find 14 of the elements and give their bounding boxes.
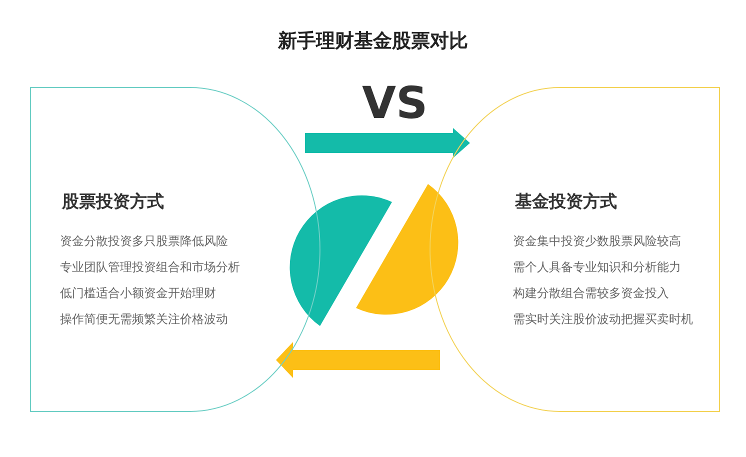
list-item: 需个人具备专业知识和分析能力 xyxy=(513,259,681,276)
panel-heading: 基金投资方式 xyxy=(515,191,617,213)
list-item: 低门槛适合小额资金开始理财 xyxy=(60,285,216,302)
vs-label: VS xyxy=(362,80,428,128)
list-item: 专业团队管理投资组合和市场分析 xyxy=(60,259,240,276)
title: 新手理财基金股票对比 xyxy=(276,29,469,54)
list-item: 资金分散投资多只股票降低风险 xyxy=(60,233,228,250)
panel-heading: 股票投资方式 xyxy=(62,191,164,213)
list-item: 资金集中投资少数股票风险较高 xyxy=(513,233,681,250)
arrow xyxy=(305,128,470,158)
list-item: 构建分散组合需较多资金投入 xyxy=(513,285,669,302)
arrow xyxy=(276,342,440,378)
list-item: 操作简便无需频繁关注价格波动 xyxy=(60,311,228,328)
list-item: 需实时关注股价波动把握买卖时机 xyxy=(513,311,693,328)
